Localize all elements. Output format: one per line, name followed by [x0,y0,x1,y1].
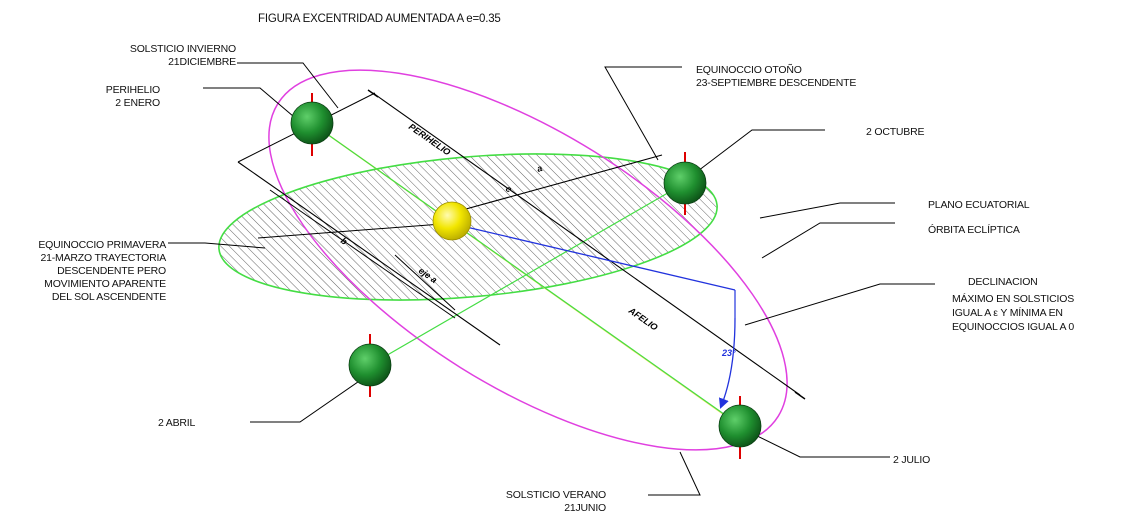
declination-line-1 [461,225,736,291]
svg-text:23-SEPTIEMBRE DESCENDENTE: 23-SEPTIEMBRE DESCENDENTE [696,77,856,89]
dim-line-small [394,254,456,311]
svg-text:PERIHELIO: PERIHELIO [106,84,160,96]
leader-perihelio [203,87,301,123]
svg-text:2 ABRIL: 2 ABRIL [158,417,195,429]
label-solsticio-verano: SOLSTICIO VERANO 21JUNIO [506,489,606,514]
svg-text:EQUINOCCIOS IGUAL A 0: EQUINOCCIOS IGUAL A 0 [952,321,1074,333]
major-axis-upper [372,92,801,396]
label-abril: 2 ABRIL [158,417,196,429]
figure-title: FIGURA EXCENTRIDAD AUMENTADA A e=0.35 [258,13,501,25]
svg-text:2 ENERO: 2 ENERO [115,97,160,109]
leader-julio [744,429,890,458]
leader-solsticio-verano [648,451,701,496]
afelio-dim-label: AFELIO [626,305,660,333]
svg-text:2 JULIO: 2 JULIO [893,454,930,466]
svg-text:MÁXIMO EN SOLSTICIOS: MÁXIMO EN SOLSTICIOS [952,292,1074,305]
label-julio: 2 JULIO [893,454,930,466]
earth-julio-icon [718,396,762,459]
svg-text:SOLSTICIO INVIERNO: SOLSTICIO INVIERNO [130,43,236,55]
label-octubre: 2 OCTUBRE [866,126,925,138]
label-plano-ecuatorial: PLANO ECUATORIAL [928,199,1030,211]
dim-line-center [257,222,456,239]
dim-line-sun-octubre [454,154,663,213]
label-solsticio-invierno: SOLSTICIO INVIERNO 21DICIEMBRE [130,43,236,68]
a-dim-label: a [536,163,543,174]
svg-text:EQUINOCCIO OTOÑO: EQUINOCCIO OTOÑO [696,63,802,76]
label-equinoccio-primavera: EQUINOCCIO PRIMAVERA 21-MARZO TRAYECTORI… [38,239,166,303]
declination-epsilon-label: 23° [721,348,736,358]
leader-equinoccio-otono [604,66,682,161]
dim-line-minor [269,189,456,319]
svg-text:MOVIMIENTO APARENTE: MOVIMIENTO APARENTE [44,278,166,290]
green-line-perihelion-julio [309,121,739,425]
label-equinoccio-otono: EQUINOCCIO OTOÑO 23-SEPTIEMBRE DESCENDEN… [696,63,857,89]
green-line-abril-octubre [369,182,686,366]
leader-equinoccio-primavera [168,242,266,249]
svg-text:21-MARZO TRAYECTORIA: 21-MARZO TRAYECTORIA [40,252,166,264]
perihelio-dim-label: PERIHELIO [407,121,452,157]
leader-orbita-ecliptica [761,222,895,259]
b-dim-label: b [339,235,350,247]
earth-abril-icon [348,334,392,397]
leader-solsticio-invierno [237,62,339,109]
label-declinacion: DECLINACION MÁXIMO EN SOLSTICIOS IGUAL A… [952,276,1075,333]
svg-text:ÓRBITA ECLÍPTICA: ÓRBITA ECLÍPTICA [928,223,1020,236]
label-perihelio: PERIHELIO 2 ENERO [106,84,160,109]
svg-text:21DICIEMBRE: 21DICIEMBRE [168,56,236,68]
svg-text:21JUNIO: 21JUNIO [564,502,606,514]
leader-declinacion [744,283,935,326]
label-orbita-ecliptica: ÓRBITA ECLÍPTICA [928,223,1020,236]
svg-text:EQUINOCCIO PRIMAVERA: EQUINOCCIO PRIMAVERA [38,239,166,251]
leader-octubre [689,129,825,178]
axis-tick-2 [794,391,806,400]
svg-text:PLANO ECUATORIAL: PLANO ECUATORIAL [928,199,1030,211]
svg-text:DECLINACION: DECLINACION [968,276,1038,288]
sun-sphere-icon [432,201,472,241]
svg-text:DEL SOL ASCENDENTE: DEL SOL ASCENDENTE [52,291,166,303]
svg-text:2 OCTUBRE: 2 OCTUBRE [866,126,924,138]
svg-text:IGUAL A ε Y MÍNIMA EN: IGUAL A ε Y MÍNIMA EN [952,306,1063,319]
leader-abril [250,374,369,423]
earth-octubre-icon [663,152,707,215]
svg-text:DESCENDENTE PERO: DESCENDENTE PERO [57,265,166,277]
leader-plano-ecuatorial [759,202,895,219]
c-dim-label: c [504,183,514,194]
declination-arc [718,317,736,409]
major-axis-lower [237,161,501,346]
earth-perihelio-icon [290,93,334,156]
svg-text:SOLSTICIO VERANO: SOLSTICIO VERANO [506,489,606,501]
